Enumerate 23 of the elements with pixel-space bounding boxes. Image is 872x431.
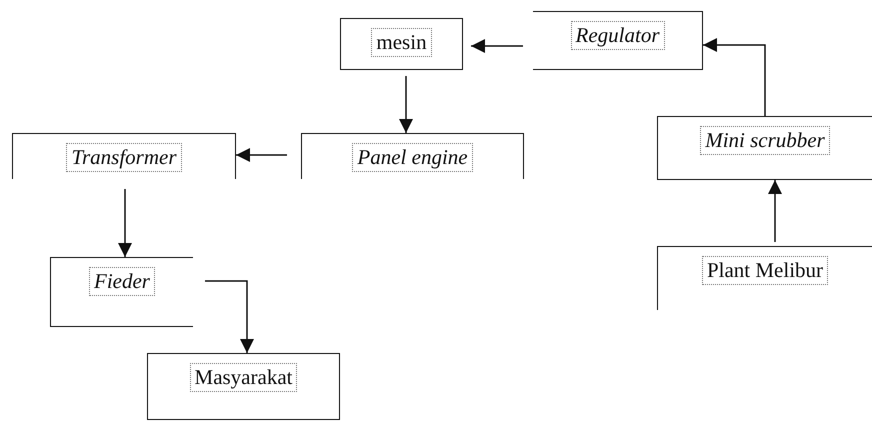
process-box <box>657 246 872 310</box>
process-box <box>301 133 524 179</box>
arrow <box>399 76 413 133</box>
node-label: Fieder <box>89 267 155 296</box>
node-label: Masyarakat <box>190 363 298 392</box>
process-box <box>50 257 193 327</box>
process-box <box>657 116 872 180</box>
arrow <box>205 280 254 353</box>
node-label: Mini scrubber <box>700 126 830 155</box>
node-label: Plant Melibur <box>702 256 828 285</box>
node-label: Regulator <box>570 21 664 50</box>
node-label: Transformer <box>66 143 182 172</box>
arrow <box>236 148 287 162</box>
process-box <box>533 11 703 70</box>
arrow <box>118 189 132 257</box>
arrow <box>703 38 766 116</box>
arrow <box>768 180 782 242</box>
arrow <box>471 39 523 53</box>
process-box <box>12 133 236 179</box>
node-label: Panel engine <box>352 143 473 172</box>
node-label: mesin <box>371 28 432 57</box>
process-box <box>340 18 463 70</box>
process-box <box>147 353 340 420</box>
